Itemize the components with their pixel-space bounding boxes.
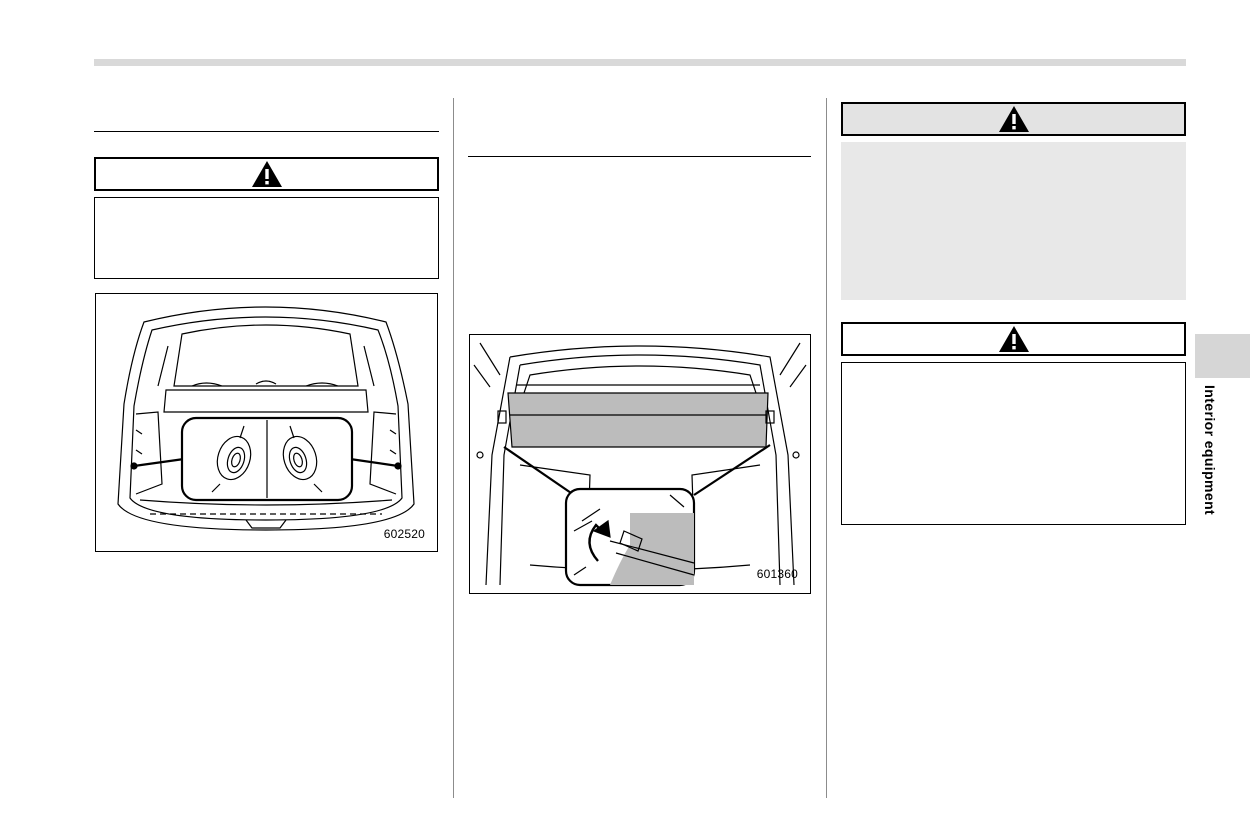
warning-triangle-icon	[998, 106, 1029, 132]
warning-triangle-icon	[251, 161, 282, 187]
tonneau-cover-drawing	[473, 342, 807, 587]
cargo-hooks-illustration: 602520	[95, 293, 438, 552]
section-rule-col1	[94, 131, 439, 132]
warning-body-col3-top	[841, 142, 1186, 300]
tonneau-cover-illustration: 601360	[469, 334, 811, 594]
figure-id-602520: 602520	[383, 527, 425, 541]
warning-body-col1	[94, 197, 439, 279]
cargo-area-drawing	[117, 306, 415, 531]
section-tab	[1195, 334, 1250, 378]
warning-header-col3-top	[841, 102, 1186, 136]
column-divider-left	[453, 98, 454, 798]
column-divider-right	[826, 98, 827, 798]
section-tab-label: Interior equipment	[1202, 385, 1218, 516]
warning-header-col1	[94, 157, 439, 191]
figure-id-601360: 601360	[756, 567, 798, 581]
warning-triangle-icon	[998, 326, 1029, 352]
section-rule-col2	[468, 156, 811, 157]
top-header-rule	[94, 59, 1186, 66]
warning-header-col3-bottom	[841, 322, 1186, 356]
warning-body-col3-bottom	[841, 362, 1186, 525]
